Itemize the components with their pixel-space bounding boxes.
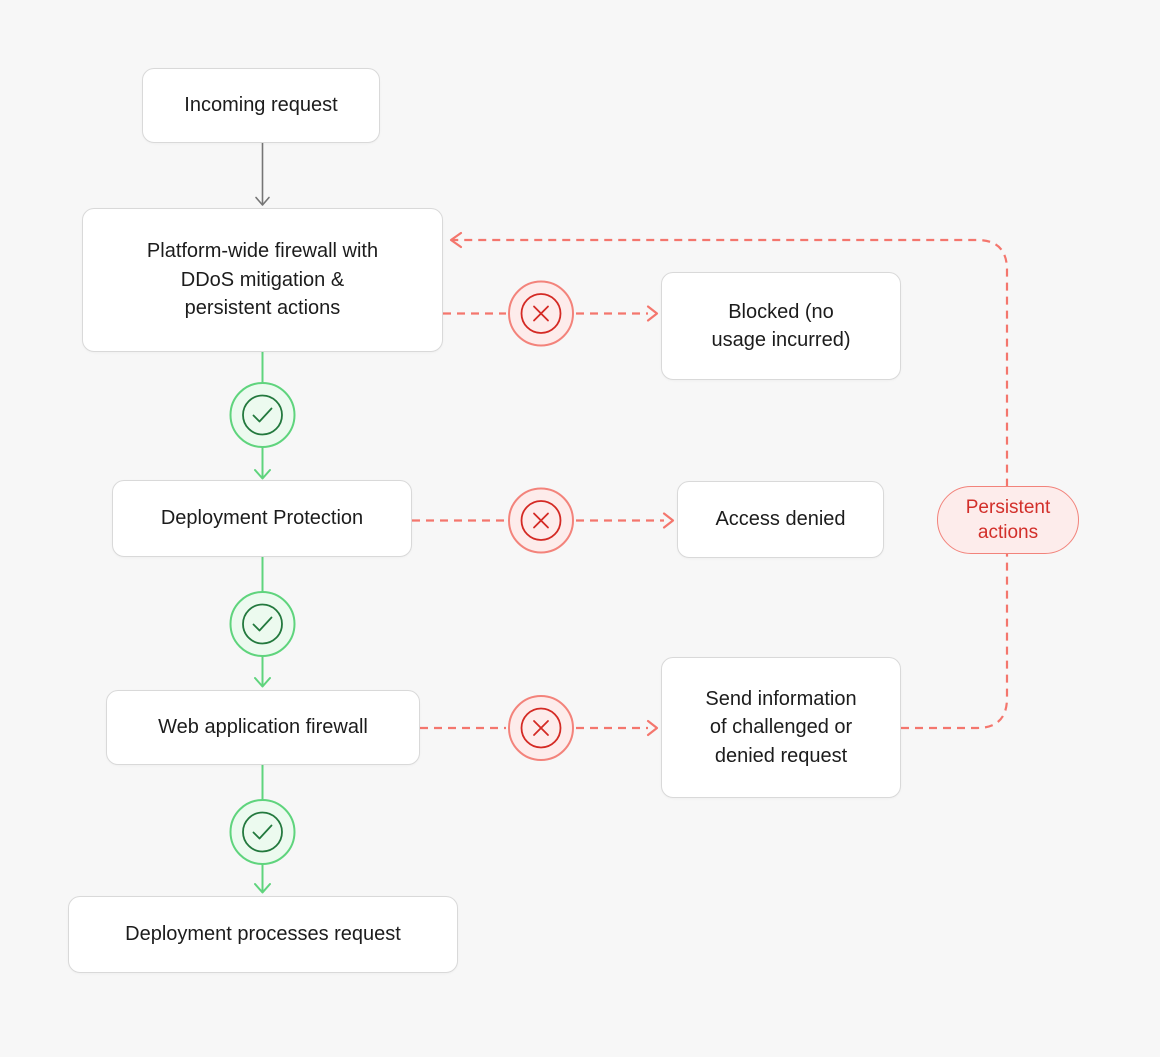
persistent-actions-pill: Persistent actions xyxy=(937,486,1079,554)
persistent-actions-loop-connector xyxy=(449,231,1009,730)
node-label: Send information of challenged or denied… xyxy=(705,687,857,767)
arrow-head-right-icon xyxy=(662,512,675,529)
arrow-head-right-icon xyxy=(646,719,659,737)
node-platform-firewall: Platform-wide firewall with DDoS mitigat… xyxy=(82,208,443,352)
check-circle-icon xyxy=(229,799,296,865)
node-label: Incoming request xyxy=(184,94,338,117)
node-label: Deployment Protection xyxy=(160,507,364,530)
node-label: Web application firewall xyxy=(158,716,368,739)
node-label: Deployment processes request xyxy=(125,923,401,946)
node-label: Blocked (no usage incurred) xyxy=(711,300,851,351)
fail-path-waf-to-send-information xyxy=(420,719,659,737)
fail-path-deployment-protection-to-access-denied xyxy=(412,512,675,529)
arrow-head-down-icon xyxy=(255,196,270,206)
x-circle-icon xyxy=(508,695,574,761)
arrow-head-down-icon xyxy=(254,677,271,688)
node-deployment-processes-request: Deployment processes request xyxy=(68,896,458,973)
check-circle-icon xyxy=(229,591,296,657)
node-incoming-request: Incoming request xyxy=(142,68,380,143)
arrow-head-right-icon xyxy=(646,305,659,322)
node-blocked: Blocked (no usage incurred) xyxy=(661,272,901,380)
x-circle-icon xyxy=(508,280,574,347)
node-label: Access denied xyxy=(715,508,846,531)
node-label: Platform-wide firewall with DDoS mitigat… xyxy=(146,240,379,320)
x-circle-icon xyxy=(508,487,574,554)
fail-path-firewall-to-blocked xyxy=(443,305,659,322)
check-circle-icon xyxy=(229,382,296,448)
arrow-head-down-icon xyxy=(254,469,271,480)
arrow-head-left-icon xyxy=(449,231,463,249)
arrow-head-down-icon xyxy=(254,883,271,894)
node-deployment-protection: Deployment Protection xyxy=(112,480,412,557)
node-access-denied: Access denied xyxy=(677,481,884,558)
pill-label: Persistent actions xyxy=(965,496,1051,543)
node-send-information: Send information of challenged or denied… xyxy=(661,657,901,798)
node-web-application-firewall: Web application firewall xyxy=(106,690,420,765)
arrow-incoming-to-firewall xyxy=(255,143,270,206)
